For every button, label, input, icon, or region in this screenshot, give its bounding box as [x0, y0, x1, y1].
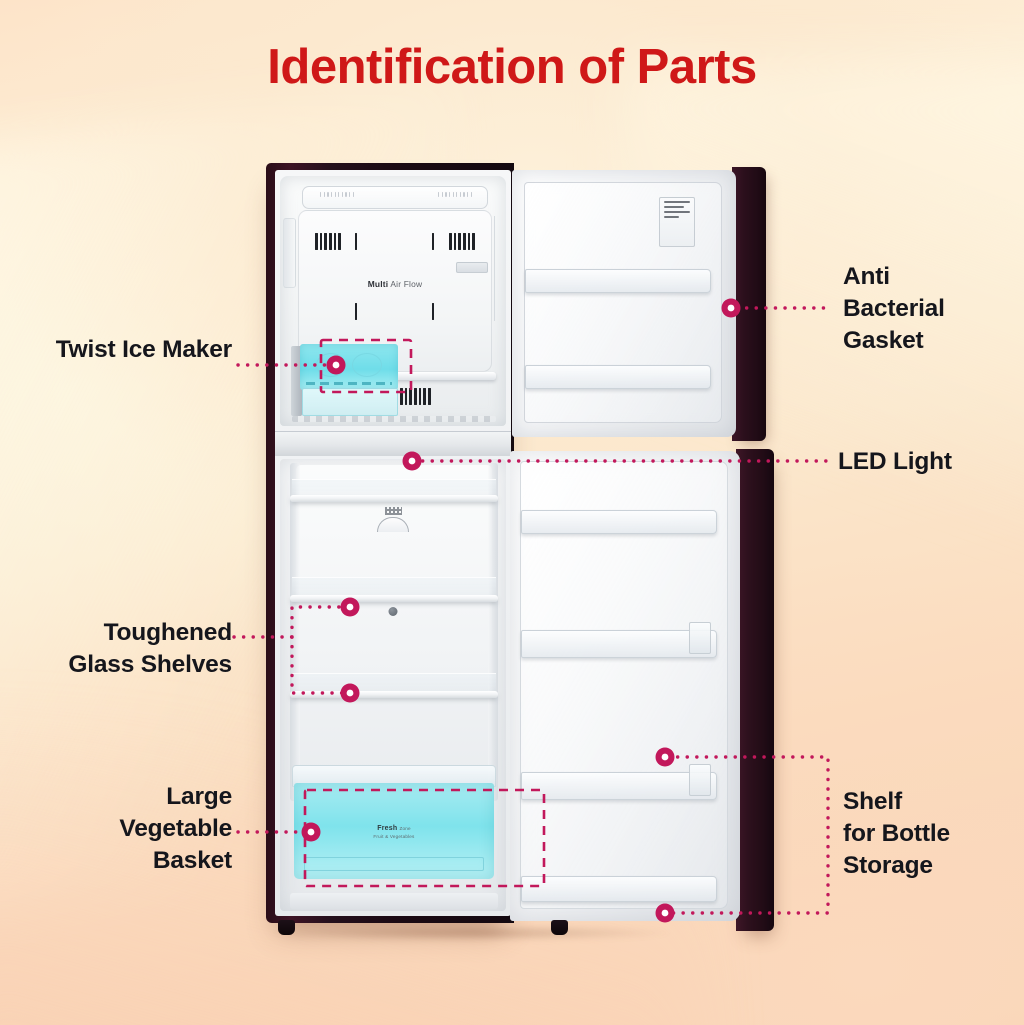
fresh-zone-label: Fresh Zone Fruit & Vegetables [294, 825, 494, 839]
fresh-zone-subtext: Fruit & Vegetables [373, 833, 415, 839]
ice-cavity-left [316, 353, 346, 377]
callout-shelf-for-bottle-storage-line-2: Storage [843, 851, 933, 879]
callout-anti-bacterial-gasket-line-1: Bacterial [843, 294, 945, 322]
freezer-door [506, 167, 766, 441]
shelf-for-bottle-storage-lower [521, 772, 717, 800]
large-vegetable-basket: Fresh Zone Fruit & Vegetables [294, 783, 494, 879]
fresh-food-floor [290, 893, 498, 909]
page-title: Identification of Parts [267, 40, 757, 94]
freezer-door-panel [512, 170, 736, 437]
freezer-door-sticker [659, 197, 695, 247]
toughened-glass-shelf-top [290, 495, 498, 502]
freezer-vent-slots-right [448, 233, 475, 250]
callout-large-vegetable-basket-line-1: Vegetable [119, 814, 232, 842]
led-light-grille [384, 507, 402, 515]
led-light-dome [377, 517, 409, 532]
glass-shelf-surface-bottom [292, 673, 496, 692]
freezer-floor-strip [292, 416, 496, 422]
callout-led-light: LED Light [838, 446, 1024, 478]
door-shelf-bottom [521, 876, 717, 902]
glass-shelf-surface-top [292, 479, 496, 498]
callout-shelf-for-bottle-storage-line-1: for Bottle [843, 819, 950, 847]
callout-shelf-for-bottle-storage-line-0: Shelf [843, 788, 902, 815]
twist-ice-maker-tray [300, 344, 398, 390]
freezer-compartment: Multi Air Flow [280, 176, 506, 426]
multi-air-flow-bold: Multi [367, 279, 389, 289]
fresh-food-right-pillar [488, 463, 498, 801]
callout-led-light-line-0: LED Light [838, 448, 952, 475]
callout-large-vegetable-basket-line-0: Large [166, 783, 232, 810]
callout-twist-ice-maker-line-0: Twist Ice Maker [55, 336, 232, 363]
freezer-door-outer-edge [732, 167, 766, 441]
compartment-divider [275, 431, 511, 456]
freezer-door-liner [524, 182, 722, 423]
freezer-vent-single-left [355, 233, 358, 250]
vegetable-basket-lip [304, 857, 484, 871]
door-shelf-top [521, 510, 717, 534]
freezer-right-rail [494, 216, 504, 321]
shelf-support-knob [388, 607, 398, 616]
multi-air-flow-label: Multi Air Flow [299, 279, 491, 289]
fresh-food-compartment: Fresh Zone Fruit & Vegetables [280, 459, 506, 911]
fresh-food-left-pillar [290, 463, 300, 801]
callout-anti-bacterial-gasket-line-0: Anti [843, 263, 890, 290]
toughened-glass-shelf-middle [290, 595, 498, 602]
ice-collection-bin [302, 388, 398, 416]
multi-air-flow-light: Air Flow [390, 279, 423, 289]
callout-large-vegetable-basket-line-2: Basket [152, 846, 232, 874]
freezer-rating-sticker [456, 262, 488, 273]
ice-tray-ribs [306, 382, 392, 385]
fresh-food-door-panel [510, 451, 740, 921]
callout-toughened-glass-shelves-line-0: Toughened [103, 619, 233, 646]
freezer-door-shelf-upper [525, 269, 711, 293]
callout-anti-bacterial-gasket-line-2: Gasket [843, 326, 924, 354]
fresh-zone-bold: Fresh [377, 825, 398, 832]
bottle-retainer-upper [689, 622, 711, 654]
shelf-for-bottle-storage-upper [521, 630, 717, 658]
fresh-food-door-outer-edge [736, 449, 774, 931]
toughened-glass-shelf-bottom [290, 691, 498, 698]
freezer-vent-lower-right [432, 303, 435, 320]
callout-shelf-for-bottle-storage: Shelf for Bottle Storage [843, 786, 1024, 882]
freezer-bottom-vent-slots [400, 388, 431, 405]
freezer-vent-slots-left [315, 233, 342, 250]
ice-cavity-right [352, 353, 382, 377]
callout-twist-ice-maker: Twist Ice Maker [0, 334, 232, 366]
callout-anti-bacterial-gasket: Anti Bacterial Gasket [843, 261, 1024, 357]
front-right-foot [551, 920, 568, 935]
freezer-top-tray [302, 186, 488, 209]
freezer-side-grill [283, 218, 296, 288]
freezer-vent-dots-left [320, 192, 355, 197]
callout-toughened-glass-shelves-line-1: Glass Shelves [68, 650, 232, 678]
fresh-food-door [506, 449, 774, 931]
freezer-door-shelf-lower [525, 365, 711, 389]
fresh-zone-light: Zone [399, 826, 411, 831]
glass-shelf-surface-middle [292, 577, 496, 596]
freezer-vent-single-right [432, 233, 435, 250]
callout-large-vegetable-basket: Large Vegetable Basket [0, 781, 232, 877]
freezer-vent-lower-left [355, 303, 358, 320]
fresh-food-door-liner [520, 461, 728, 909]
front-left-foot [278, 920, 295, 935]
refrigerator-illustration: Multi Air Flow [266, 163, 778, 938]
led-light-unit [376, 507, 410, 532]
floor-shadow [272, 925, 672, 941]
freezer-vent-dots-right [438, 192, 473, 197]
bottle-retainer-lower [689, 764, 711, 796]
ice-maker-handle [291, 346, 302, 416]
callout-toughened-glass-shelves: Toughened Glass Shelves [0, 617, 232, 681]
